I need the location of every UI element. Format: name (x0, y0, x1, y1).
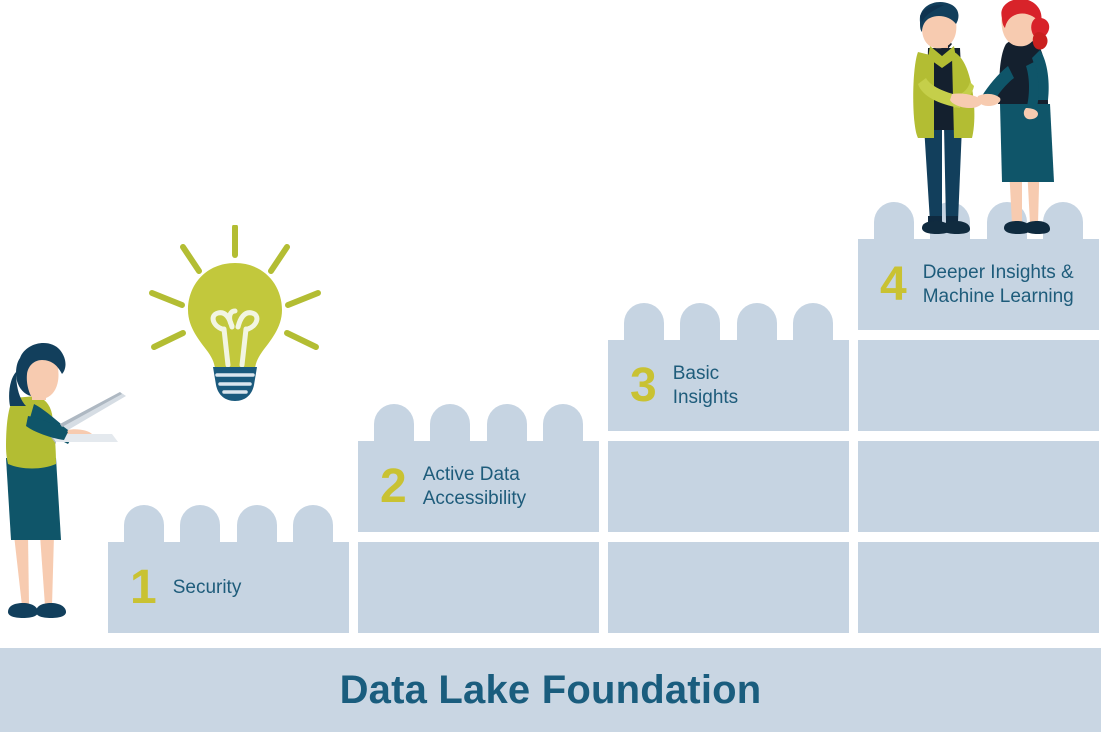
block-studs (108, 505, 349, 543)
step-label-1: Security (172, 576, 242, 598)
step-block-4-top[interactable]: 4 Deeper Insights & Machine Learning (858, 202, 1099, 330)
step-block-filler (608, 441, 849, 532)
step-block-filler (608, 542, 849, 633)
step-label-3: Basic Insights (672, 363, 739, 408)
step-block-2-top[interactable]: 2 Active Data Accessibility (358, 404, 599, 532)
step-block-filler (858, 441, 1099, 532)
step-label-2: Active Data Accessibility (422, 464, 527, 509)
foundation-label: Data Lake Foundation (339, 667, 762, 712)
step-block-filler (358, 542, 599, 633)
data-lake-foundation-band: Data Lake Foundation (0, 648, 1101, 732)
step-label-4: Deeper Insights & Machine Learning (922, 262, 1074, 307)
block-stud-icon (736, 303, 777, 341)
lightbulb-idea-illustration (140, 224, 330, 405)
block-stud-icon (874, 202, 915, 240)
block-studs (358, 404, 599, 442)
step-block-filler (858, 542, 1099, 633)
block-stud-icon (430, 404, 471, 442)
two-people-handshake-illustration (890, 0, 1070, 240)
step-column-2: 2 Active Data Accessibility (358, 404, 599, 633)
block-stud-icon (624, 303, 665, 341)
block-stud-icon (486, 404, 527, 442)
step-number-1: 1 (130, 560, 157, 614)
step-column-3: 3 Basic Insights (608, 303, 849, 633)
block-stud-icon (292, 505, 333, 543)
step-block-1-top[interactable]: 1 Security (108, 505, 349, 633)
step-column-4: 4 Deeper Insights & Machine Learning (858, 202, 1099, 633)
woman-with-laptop-illustration (0, 340, 150, 640)
step-block-filler (858, 340, 1099, 431)
step-column-1: 1 Security (108, 505, 349, 633)
block-stud-icon (680, 303, 721, 341)
step-block-3-top[interactable]: 3 Basic Insights (608, 303, 849, 431)
step-number-3: 3 (630, 358, 657, 412)
block-stud-icon (180, 505, 221, 543)
block-stud-icon (374, 404, 415, 442)
block-stud-icon (542, 404, 583, 442)
block-stud-icon (1042, 202, 1083, 240)
block-studs (608, 303, 849, 341)
block-stud-icon (792, 303, 833, 341)
step-number-4: 4 (880, 257, 907, 311)
staircase-blocks: 1 Security 2 Active Data Accessibility (108, 202, 1099, 633)
step-number-2: 2 (380, 459, 407, 513)
block-stud-icon (124, 505, 165, 543)
block-stud-icon (236, 505, 277, 543)
